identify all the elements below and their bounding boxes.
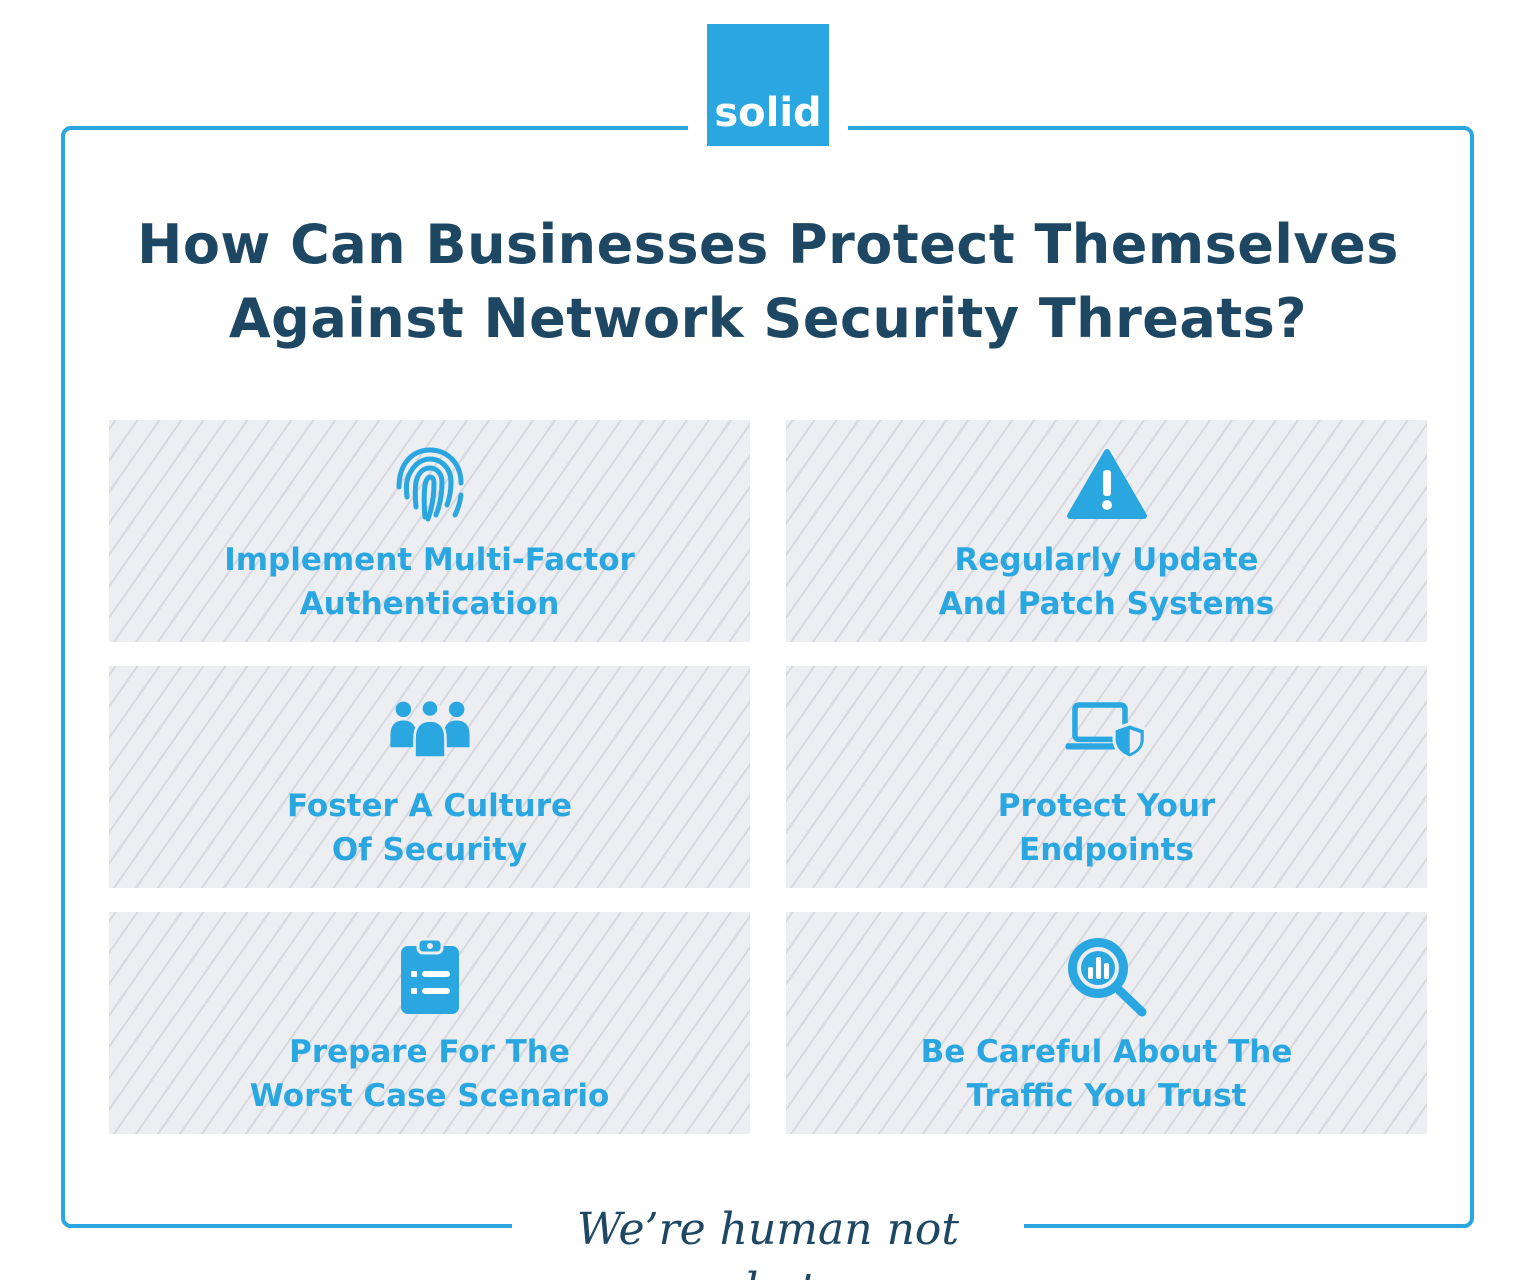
card-label-line-1: Regularly Update: [954, 542, 1259, 578]
card-careful-traffic: Be Careful About The Traffic You Trust: [786, 912, 1427, 1134]
card-label-line-2: Of Security: [331, 832, 528, 868]
card-label-line-1: Implement Multi-Factor: [224, 542, 635, 578]
title-line-2: Against Network Security Threats?: [228, 287, 1308, 350]
card-culture-of-security: Foster A Culture Of Security: [109, 666, 750, 888]
card-protect-endpoints: Protect Your Endpoints: [786, 666, 1427, 888]
card-multi-factor-authentication: Implement Multi-Factor Authentication: [109, 420, 750, 642]
footer-tagline: We’re human not robots: [576, 1204, 960, 1280]
clipboard-list-icon: [387, 936, 473, 1016]
fingerprint-icon: [387, 444, 473, 524]
card-label: Be Careful About The Traffic You Trust: [786, 1030, 1427, 1118]
card-label-line-2: Authentication: [299, 586, 560, 622]
footer-gap: [512, 1205, 1024, 1255]
team-icon: [387, 690, 473, 770]
card-label-line-2: Worst Case Scenario: [249, 1078, 610, 1114]
card-update-patch-systems: Regularly Update And Patch Systems: [786, 420, 1427, 642]
card-label: Foster A Culture Of Security: [109, 784, 750, 872]
card-label-line-2: Traffic You Trust: [966, 1078, 1247, 1114]
card-label-line-1: Be Careful About The: [920, 1034, 1293, 1070]
card-label-line-1: Foster A Culture: [286, 788, 573, 824]
magnifier-chart-icon: [1064, 936, 1150, 1017]
laptop-shield-icon: [1064, 690, 1150, 770]
card-label-line-1: Protect Your: [997, 788, 1216, 824]
card-label: Prepare For The Worst Case Scenario: [109, 1030, 750, 1118]
title-line-1: How Can Businesses Protect Themselves: [137, 213, 1399, 276]
card-worst-case-scenario: Prepare For The Worst Case Scenario: [109, 912, 750, 1134]
warning-icon: [1064, 444, 1150, 524]
card-label: Regularly Update And Patch Systems: [786, 538, 1427, 626]
card-label: Implement Multi-Factor Authentication: [109, 538, 750, 626]
card-label: Protect Your Endpoints: [786, 784, 1427, 872]
card-label-line-2: And Patch Systems: [938, 586, 1275, 622]
card-label-line-2: Endpoints: [1019, 832, 1194, 868]
page-title: How Can Businesses Protect Themselves Ag…: [100, 208, 1436, 356]
card-label-line-1: Prepare For The: [289, 1034, 570, 1070]
logo-text: solid: [714, 90, 822, 136]
solid-logo: solid: [707, 24, 829, 146]
